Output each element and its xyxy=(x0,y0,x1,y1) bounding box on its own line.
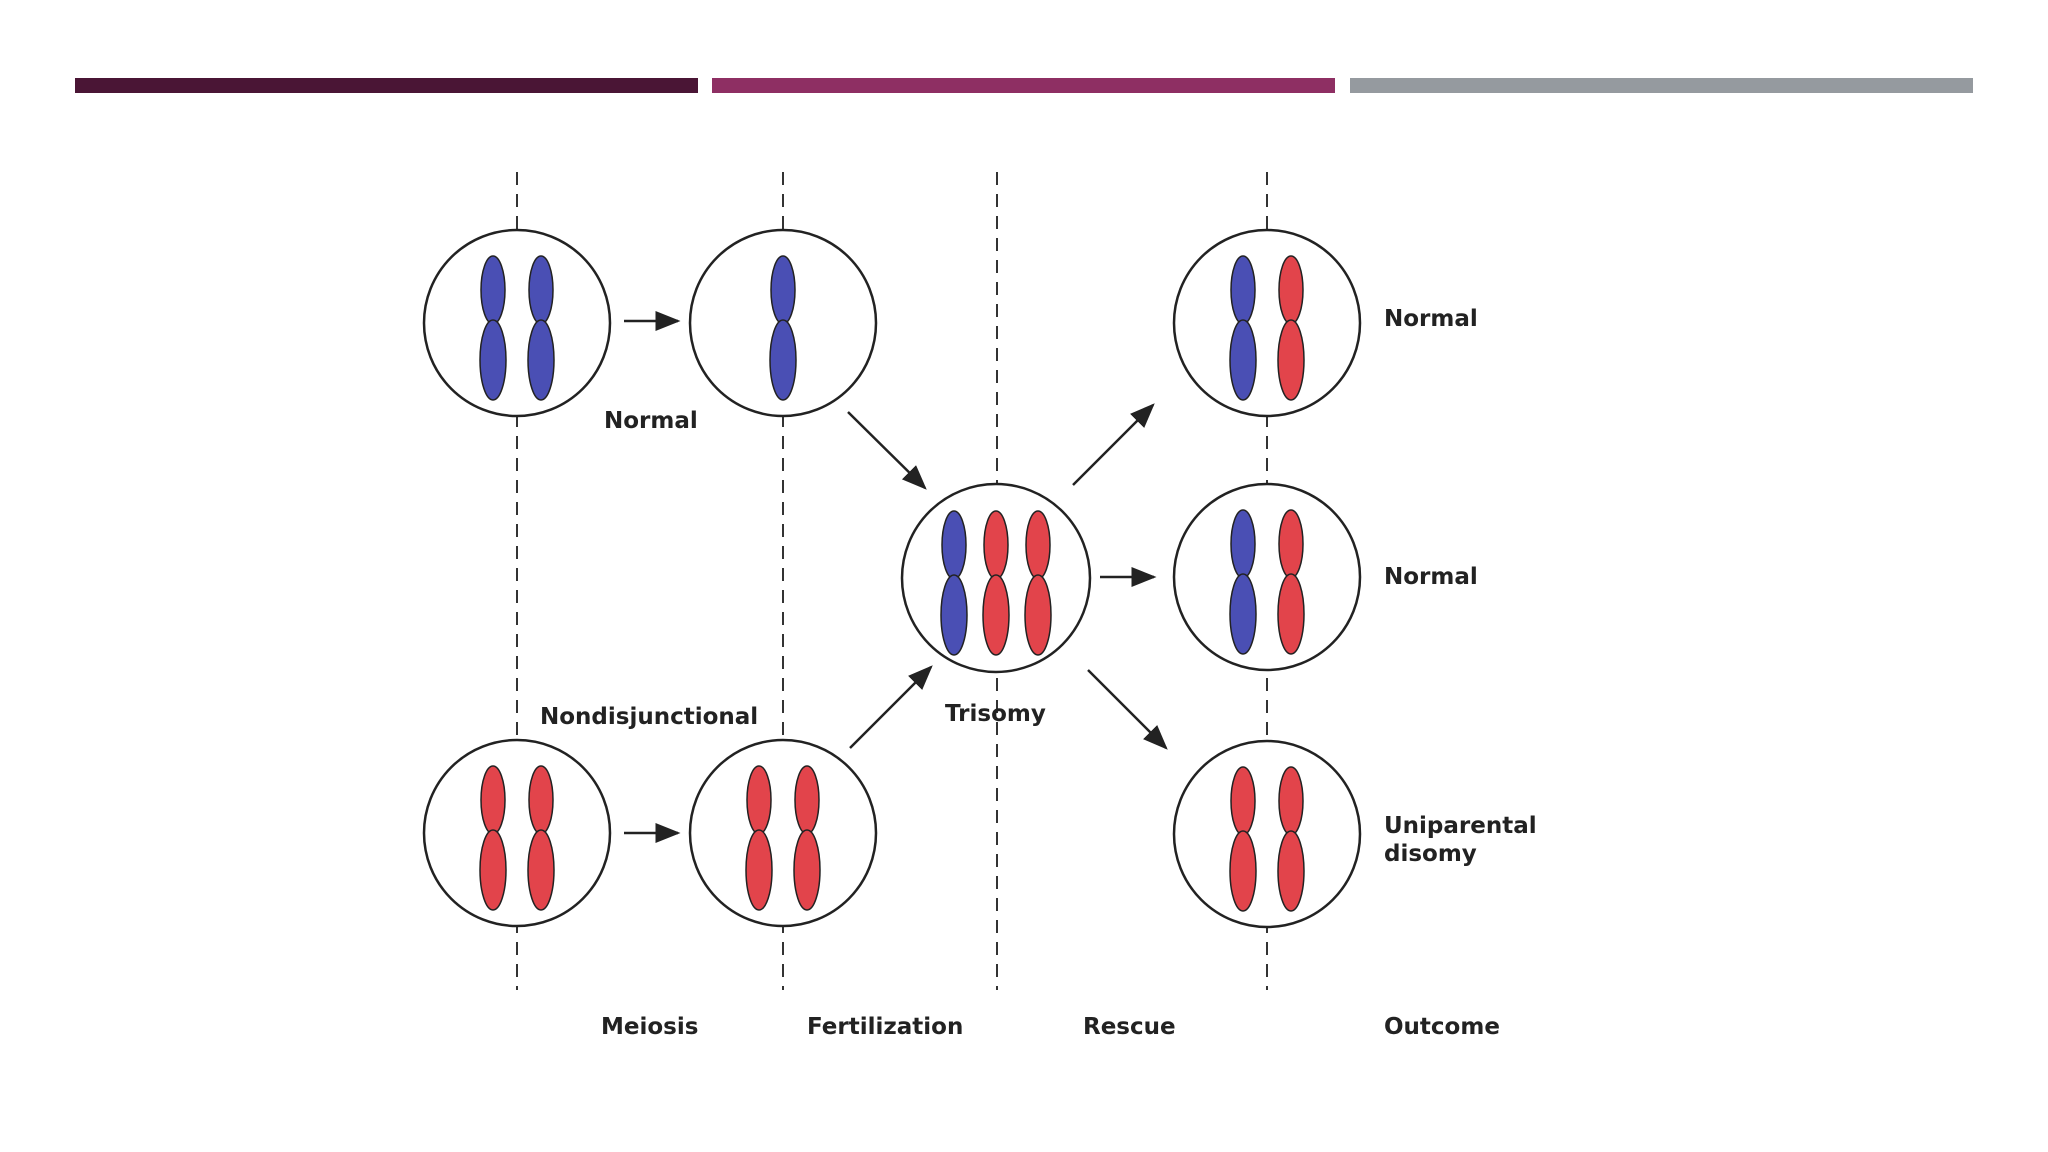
cell-paternal-parent xyxy=(422,738,612,928)
cell-outcome-3 xyxy=(1172,739,1362,929)
chromatid xyxy=(746,765,772,835)
cell-normal-gamete xyxy=(688,228,878,418)
stage-label-fertilization: Fertilization xyxy=(807,1014,963,1040)
chromatid xyxy=(1278,509,1304,579)
chromatid xyxy=(1277,830,1305,912)
chromatid xyxy=(1277,319,1305,401)
chromosome-maternal xyxy=(1229,255,1257,401)
cells xyxy=(422,228,1362,929)
chromosome-maternal xyxy=(479,255,507,401)
chromatid xyxy=(1278,766,1304,836)
label-outcome-2: Normal xyxy=(1384,564,1478,590)
chromatid xyxy=(527,319,555,401)
chromosome-maternal xyxy=(527,255,555,401)
cell-disomic-gamete xyxy=(688,738,878,928)
chromatid xyxy=(528,765,554,835)
arrows xyxy=(624,311,1168,843)
stage-label-rescue: Rescue xyxy=(1083,1014,1176,1040)
chromosome-paternal xyxy=(1229,766,1257,912)
chromatid xyxy=(941,510,967,580)
chromatid xyxy=(940,574,968,656)
label-nondisjunctional: Nondisjunctional xyxy=(540,704,758,730)
chromosome-paternal xyxy=(479,765,507,911)
arrow-rescue-1 xyxy=(1072,403,1155,486)
chromosome-paternal xyxy=(793,765,821,911)
chromatid xyxy=(527,829,555,911)
chromatid xyxy=(745,829,773,911)
arrow-rescue-3 xyxy=(1087,669,1168,750)
chromatid xyxy=(480,765,506,835)
stage-label-meiosis: Meiosis xyxy=(601,1014,698,1040)
header-bar-3 xyxy=(1350,78,1973,93)
header-bar-2 xyxy=(712,78,1335,93)
chromatid xyxy=(793,829,821,911)
chromatid xyxy=(1025,510,1051,580)
label-outcome-3-line1: Uniparental xyxy=(1384,813,1537,839)
chromosome-paternal xyxy=(1024,510,1052,656)
chromatid xyxy=(770,255,796,325)
stage-divider-lines xyxy=(516,172,1268,990)
cell-trisomic-zygote xyxy=(900,482,1092,674)
chromatid xyxy=(528,255,554,325)
label-trisomy: Trisomy xyxy=(945,701,1046,727)
chromosome-maternal xyxy=(1229,509,1257,655)
chromosome-maternal xyxy=(940,510,968,656)
chromosome-paternal xyxy=(1277,766,1305,912)
cell-maternal-parent xyxy=(422,228,612,418)
chromosome-paternal xyxy=(527,765,555,911)
chromosome-paternal xyxy=(1277,255,1305,401)
chromatid xyxy=(1230,255,1256,325)
chromatid xyxy=(1278,255,1304,325)
chromatid xyxy=(1230,766,1256,836)
labels: Normal Nondisjunctional Trisomy Normal N… xyxy=(540,306,1537,1040)
chromatid xyxy=(479,319,507,401)
chromatid xyxy=(1230,509,1256,579)
chromatid xyxy=(1024,574,1052,656)
chromatid xyxy=(480,255,506,325)
chromatid xyxy=(1277,573,1305,655)
label-normal-meiosis: Normal xyxy=(604,408,698,434)
chromosome-paternal xyxy=(1277,509,1305,655)
chromatid xyxy=(1229,319,1257,401)
cell-outcome-2 xyxy=(1172,482,1362,672)
label-outcome-1: Normal xyxy=(1384,306,1478,332)
chromosome-maternal xyxy=(769,255,797,401)
label-outcome-3-line2: disomy xyxy=(1384,841,1477,867)
chromosome-paternal xyxy=(982,510,1010,656)
stage-label-outcome: Outcome xyxy=(1384,1014,1500,1040)
arrow-normal-to-zygote xyxy=(847,411,927,490)
chromatid xyxy=(983,510,1009,580)
chromatid xyxy=(1229,573,1257,655)
chromatid xyxy=(1229,830,1257,912)
chromatid xyxy=(982,574,1010,656)
cell-outcome-1 xyxy=(1172,228,1362,418)
chromatid xyxy=(769,319,797,401)
chromatid xyxy=(479,829,507,911)
chromatid xyxy=(794,765,820,835)
arrow-disomic-to-zygote xyxy=(849,665,933,749)
header-bar-1 xyxy=(75,78,698,93)
chromosome-paternal xyxy=(745,765,773,911)
